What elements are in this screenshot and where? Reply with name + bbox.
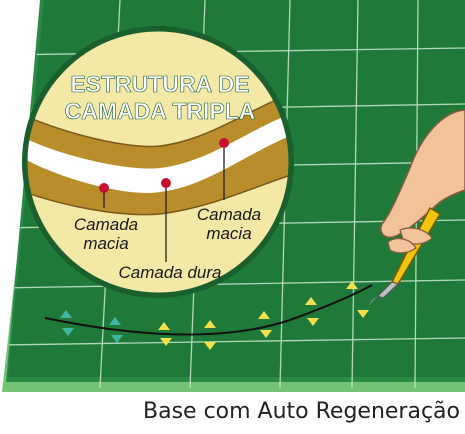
arrow-markers (60, 281, 369, 350)
label-soft-layer-left-line1: Camada (74, 215, 138, 234)
caption: Base com Auto Regeneração (143, 399, 460, 424)
title-line-1: ESTRUTURA DE (70, 71, 249, 97)
hand-with-craft-knife (368, 109, 465, 306)
label-soft-layer-right-line2: macia (206, 224, 251, 243)
label-soft-layer-right-line1: Camada (197, 205, 261, 224)
label-hard-layer: Camada dura (118, 263, 221, 282)
label-soft-layer-left-line2: macia (83, 234, 128, 253)
layer-magnifier (22, 26, 294, 298)
title-line-2: CAMADA TRIPLA (65, 98, 256, 124)
